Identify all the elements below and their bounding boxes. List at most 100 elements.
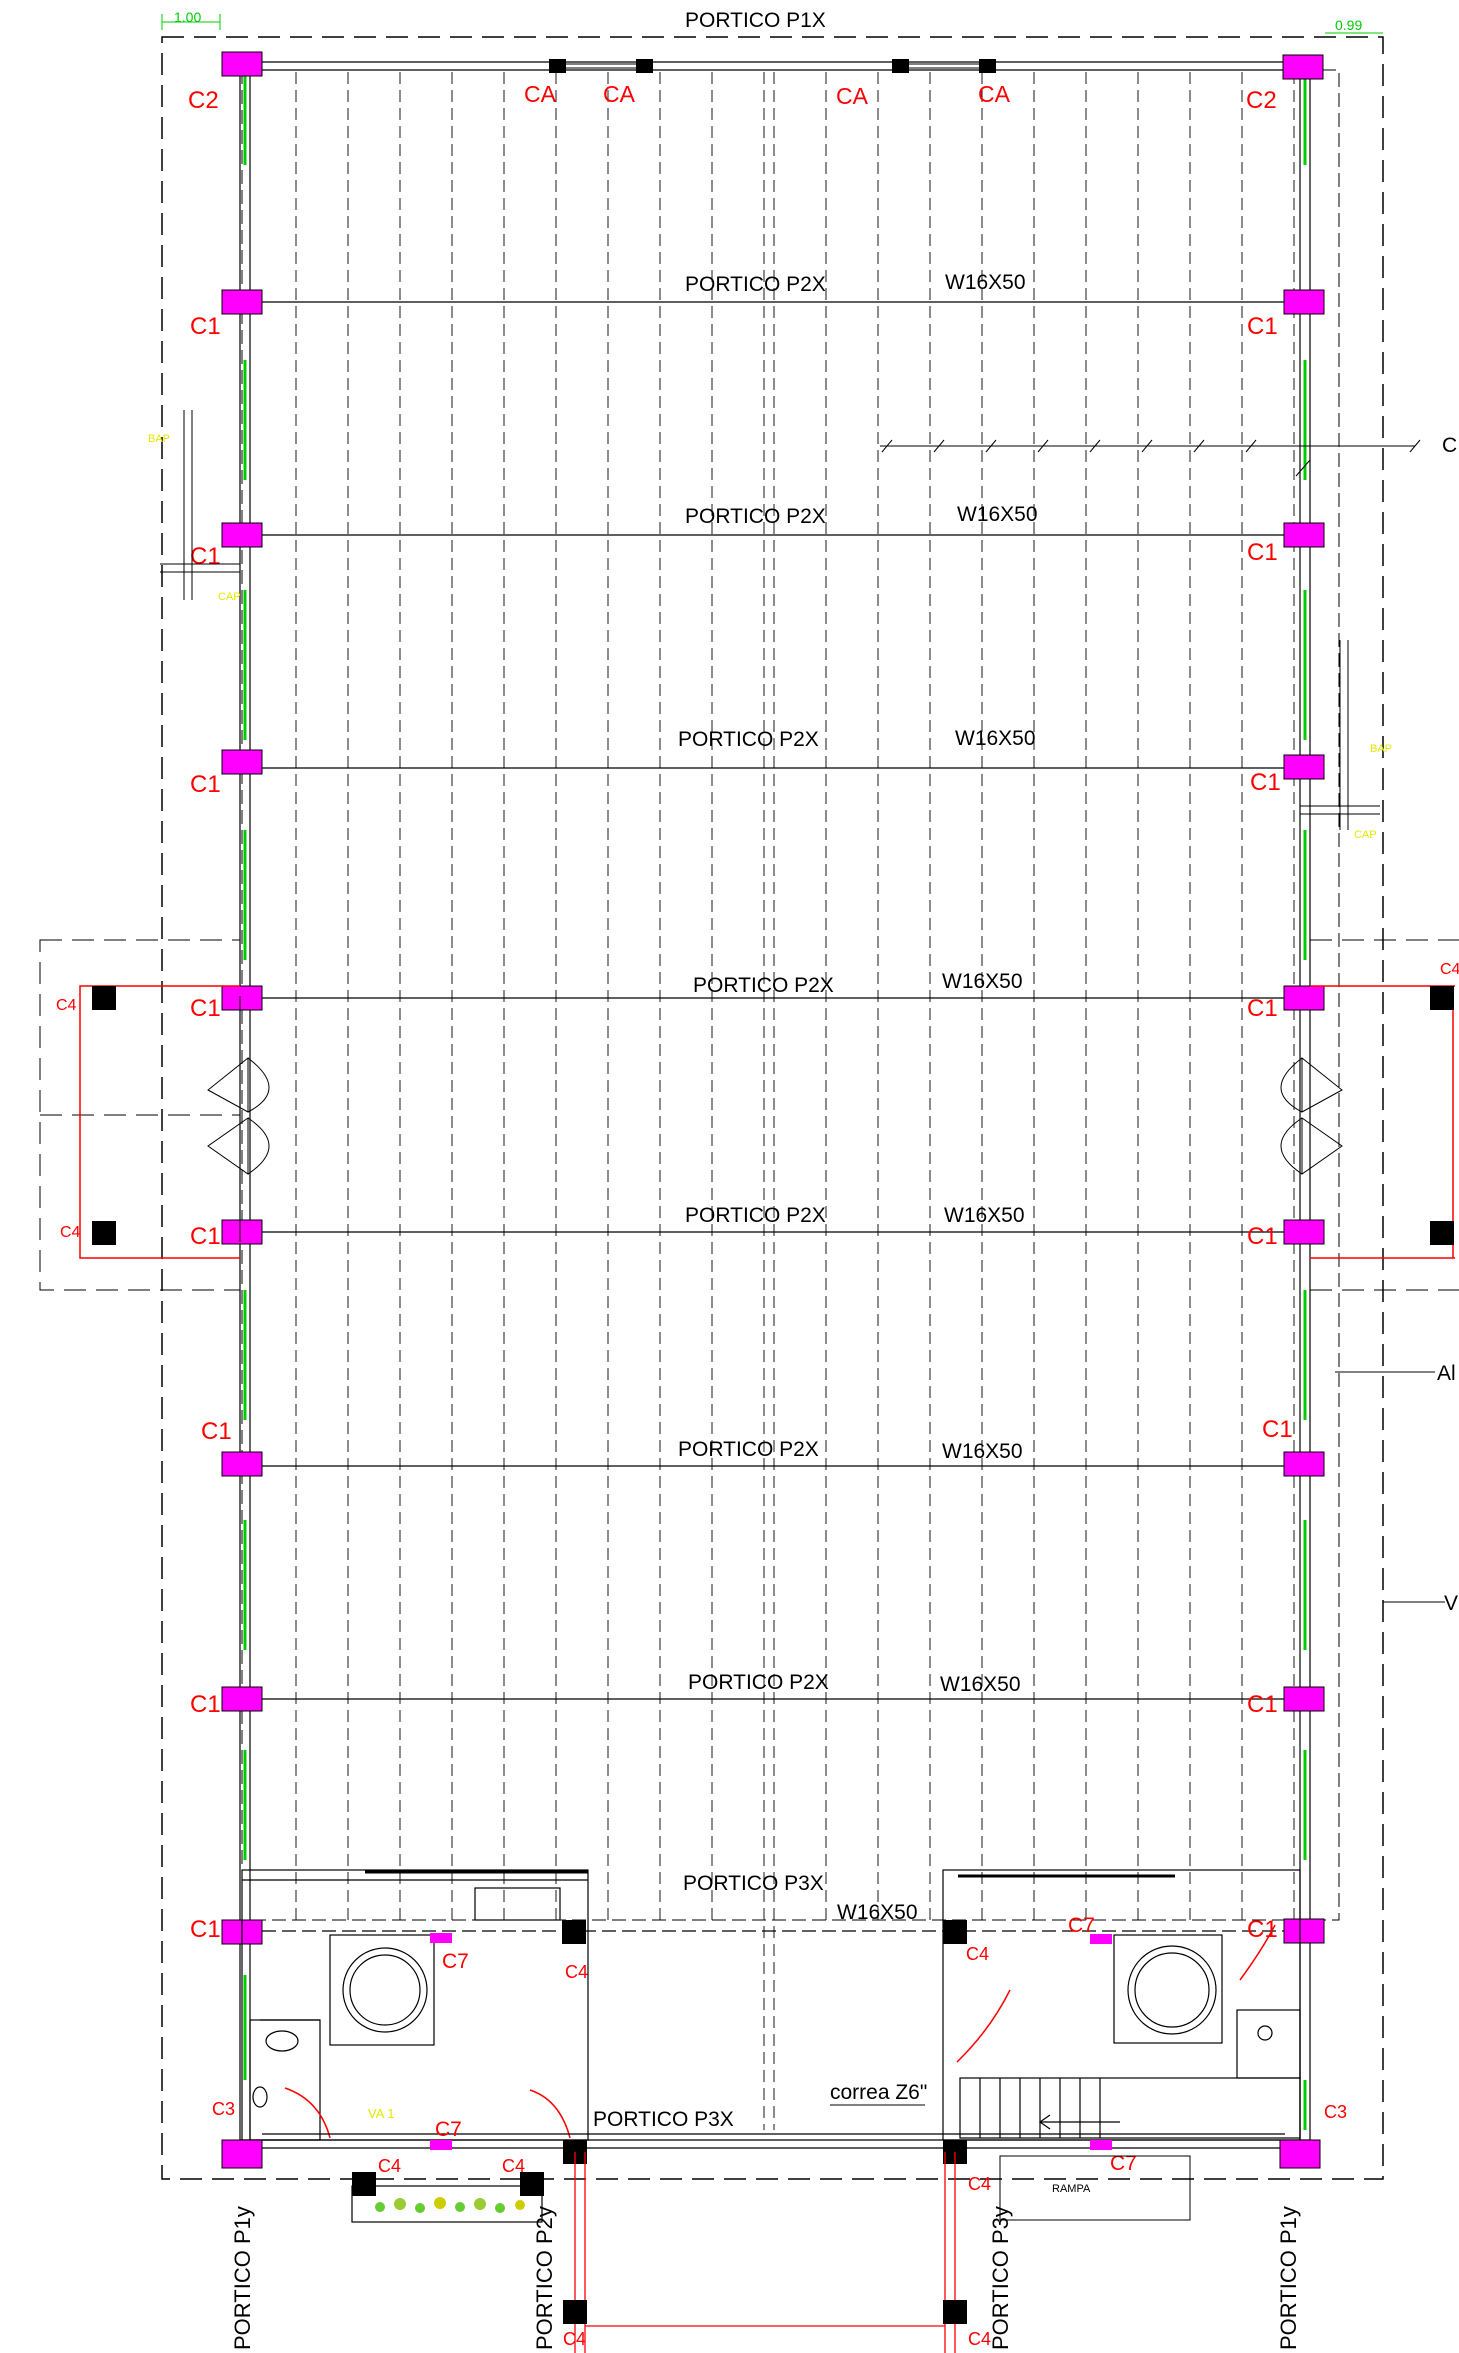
column-label: C1 — [190, 1691, 221, 1718]
column-c2-right-label: C2 — [1246, 87, 1277, 114]
column-label-c4: C4 — [968, 2329, 991, 2349]
column-c4 — [563, 2300, 587, 2324]
note-a: BAP — [148, 433, 170, 445]
column-label: C1 — [1247, 1691, 1278, 1718]
column-c1 — [221, 749, 263, 775]
frame-p3y: PORTICO P3y — [988, 2206, 1013, 2350]
column-label: C4 — [1440, 961, 1459, 978]
note-b: BAP — [1370, 743, 1392, 755]
column-c2-left — [221, 51, 263, 77]
purlin-lines — [295, 72, 1295, 2130]
ca-column-4 — [979, 59, 996, 73]
column-label-c4: C4 — [502, 2156, 525, 2176]
frame-label: PORTICO P2X — [688, 1671, 829, 1694]
column-c1 — [221, 522, 263, 548]
ca-column-2 — [636, 59, 653, 73]
column-c4 — [943, 1920, 967, 1944]
ca-column-3 — [892, 59, 909, 73]
section-cut-line — [880, 439, 1421, 477]
column-label: C4 — [56, 997, 77, 1014]
column-label: C1 — [1262, 1416, 1293, 1443]
frame-p2x-2: PORTICO P2X W16X50 C1 C1 — [190, 503, 1325, 570]
dimension-left-label: 1.00 — [174, 9, 201, 25]
frame-p2x-4: PORTICO P2X W16X50 C1 C1 — [190, 970, 1325, 1022]
column-label: C1 — [1247, 313, 1278, 340]
column-c1 — [221, 985, 263, 1011]
frame-section: W16X50 — [942, 970, 1023, 993]
column-label: C1 — [201, 1418, 232, 1445]
column-c4 — [562, 1920, 586, 1944]
column-label: C1 — [1247, 1223, 1278, 1250]
column-label-c7: C7 — [1068, 1914, 1095, 1937]
frame-section: W16X50 — [837, 1901, 918, 1924]
outer-boundary — [161, 36, 1384, 2180]
column-label: C1 — [190, 771, 221, 798]
edge-label-v: V — [1444, 1592, 1458, 1615]
frame-label: PORTICO P2X — [685, 1204, 826, 1227]
column-label: C1 — [1247, 995, 1278, 1022]
top-openings — [560, 63, 985, 69]
column-c1 — [1283, 985, 1325, 1011]
frame-section: W16X50 — [940, 1673, 1021, 1696]
frame-p2x-5: PORTICO P2X W16X50 C1 C1 — [190, 1204, 1325, 1250]
dimension-left — [161, 14, 221, 30]
column-label: C1 — [190, 313, 221, 340]
frame-label: PORTICO P2X — [685, 273, 826, 296]
ca-label-2: CA — [603, 81, 636, 107]
column-c3-right — [1279, 2139, 1321, 2169]
door-swing — [956, 1989, 1011, 2063]
column-c4 — [943, 2300, 967, 2324]
purlin-note: correa Z6" — [830, 2081, 927, 2104]
column-c1 — [221, 1451, 263, 1477]
edge-label-al: Al — [1437, 1362, 1456, 1385]
column-c1 — [1283, 289, 1325, 315]
left-annex: C4 C4 — [39, 939, 270, 1291]
column-label-c3-right: C3 — [1324, 2102, 1347, 2122]
frame-label: PORTICO P2X — [693, 974, 834, 997]
frame-p3x-upper: PORTICO P3X W16X50 C1 C1 — [190, 1872, 1325, 1945]
frame-label: PORTICO P3X — [683, 1872, 824, 1895]
va-label: VA 1 — [368, 2106, 395, 2121]
ca-column-1 — [549, 59, 566, 73]
frame-label: PORTICO P2X — [678, 728, 819, 751]
frame-p2y: PORTICO P2y — [532, 2206, 557, 2350]
column-c1 — [221, 1686, 263, 1712]
column-c4 — [1430, 986, 1454, 1010]
column-c1 — [1283, 754, 1325, 780]
column-c1 — [1283, 522, 1325, 548]
frame-section: W16X50 — [942, 1440, 1023, 1463]
column-label-c4: C4 — [968, 2174, 991, 2194]
frame-p2x-1: PORTICO P2X W16X50 C1 C1 — [190, 271, 1325, 340]
column-c1 — [1283, 1451, 1325, 1477]
frame-p1y-right: PORTICO P1y — [1276, 2206, 1301, 2350]
column-label-c7: C7 — [435, 2118, 462, 2141]
frame-p2x-7: PORTICO P2X W16X50 C1 C1 — [190, 1671, 1325, 1718]
column-c1 — [1283, 1918, 1325, 1944]
perimeter-walls — [239, 61, 1311, 2149]
frame-p2x-6: PORTICO P2X W16X50 C1 C1 — [201, 1416, 1325, 1477]
frame-label: PORTICO P2X — [685, 505, 826, 528]
downpipe-left — [160, 410, 240, 600]
right-annex: C4 — [1280, 939, 1459, 1291]
column-c2-right — [1282, 54, 1324, 80]
ramp-label: RAMPA — [1052, 2183, 1091, 2195]
column-label-c7: C7 — [1110, 2152, 1137, 2175]
door-swing — [1239, 1924, 1276, 1981]
column-c7 — [1090, 1934, 1112, 1944]
ca-columns — [549, 59, 996, 73]
column-c4 — [92, 986, 116, 1010]
frame-label: PORTICO P2X — [678, 1438, 819, 1461]
column-label: C1 — [190, 995, 221, 1022]
downpipe-right — [1300, 640, 1380, 830]
frame-section: W16X50 — [945, 271, 1026, 294]
frame-p1y-left: PORTICO P1y — [230, 2206, 255, 2350]
column-label: C1 — [190, 543, 221, 570]
frame-section: W16X50 — [957, 503, 1038, 526]
column-c3-left — [221, 2139, 263, 2169]
column-c2-left-label: C2 — [188, 87, 219, 114]
column-label: C1 — [190, 1223, 221, 1250]
column-label-c4: C4 — [563, 2329, 586, 2349]
ca-label-4: CA — [978, 81, 1011, 107]
ramp — [999, 2155, 1191, 2221]
